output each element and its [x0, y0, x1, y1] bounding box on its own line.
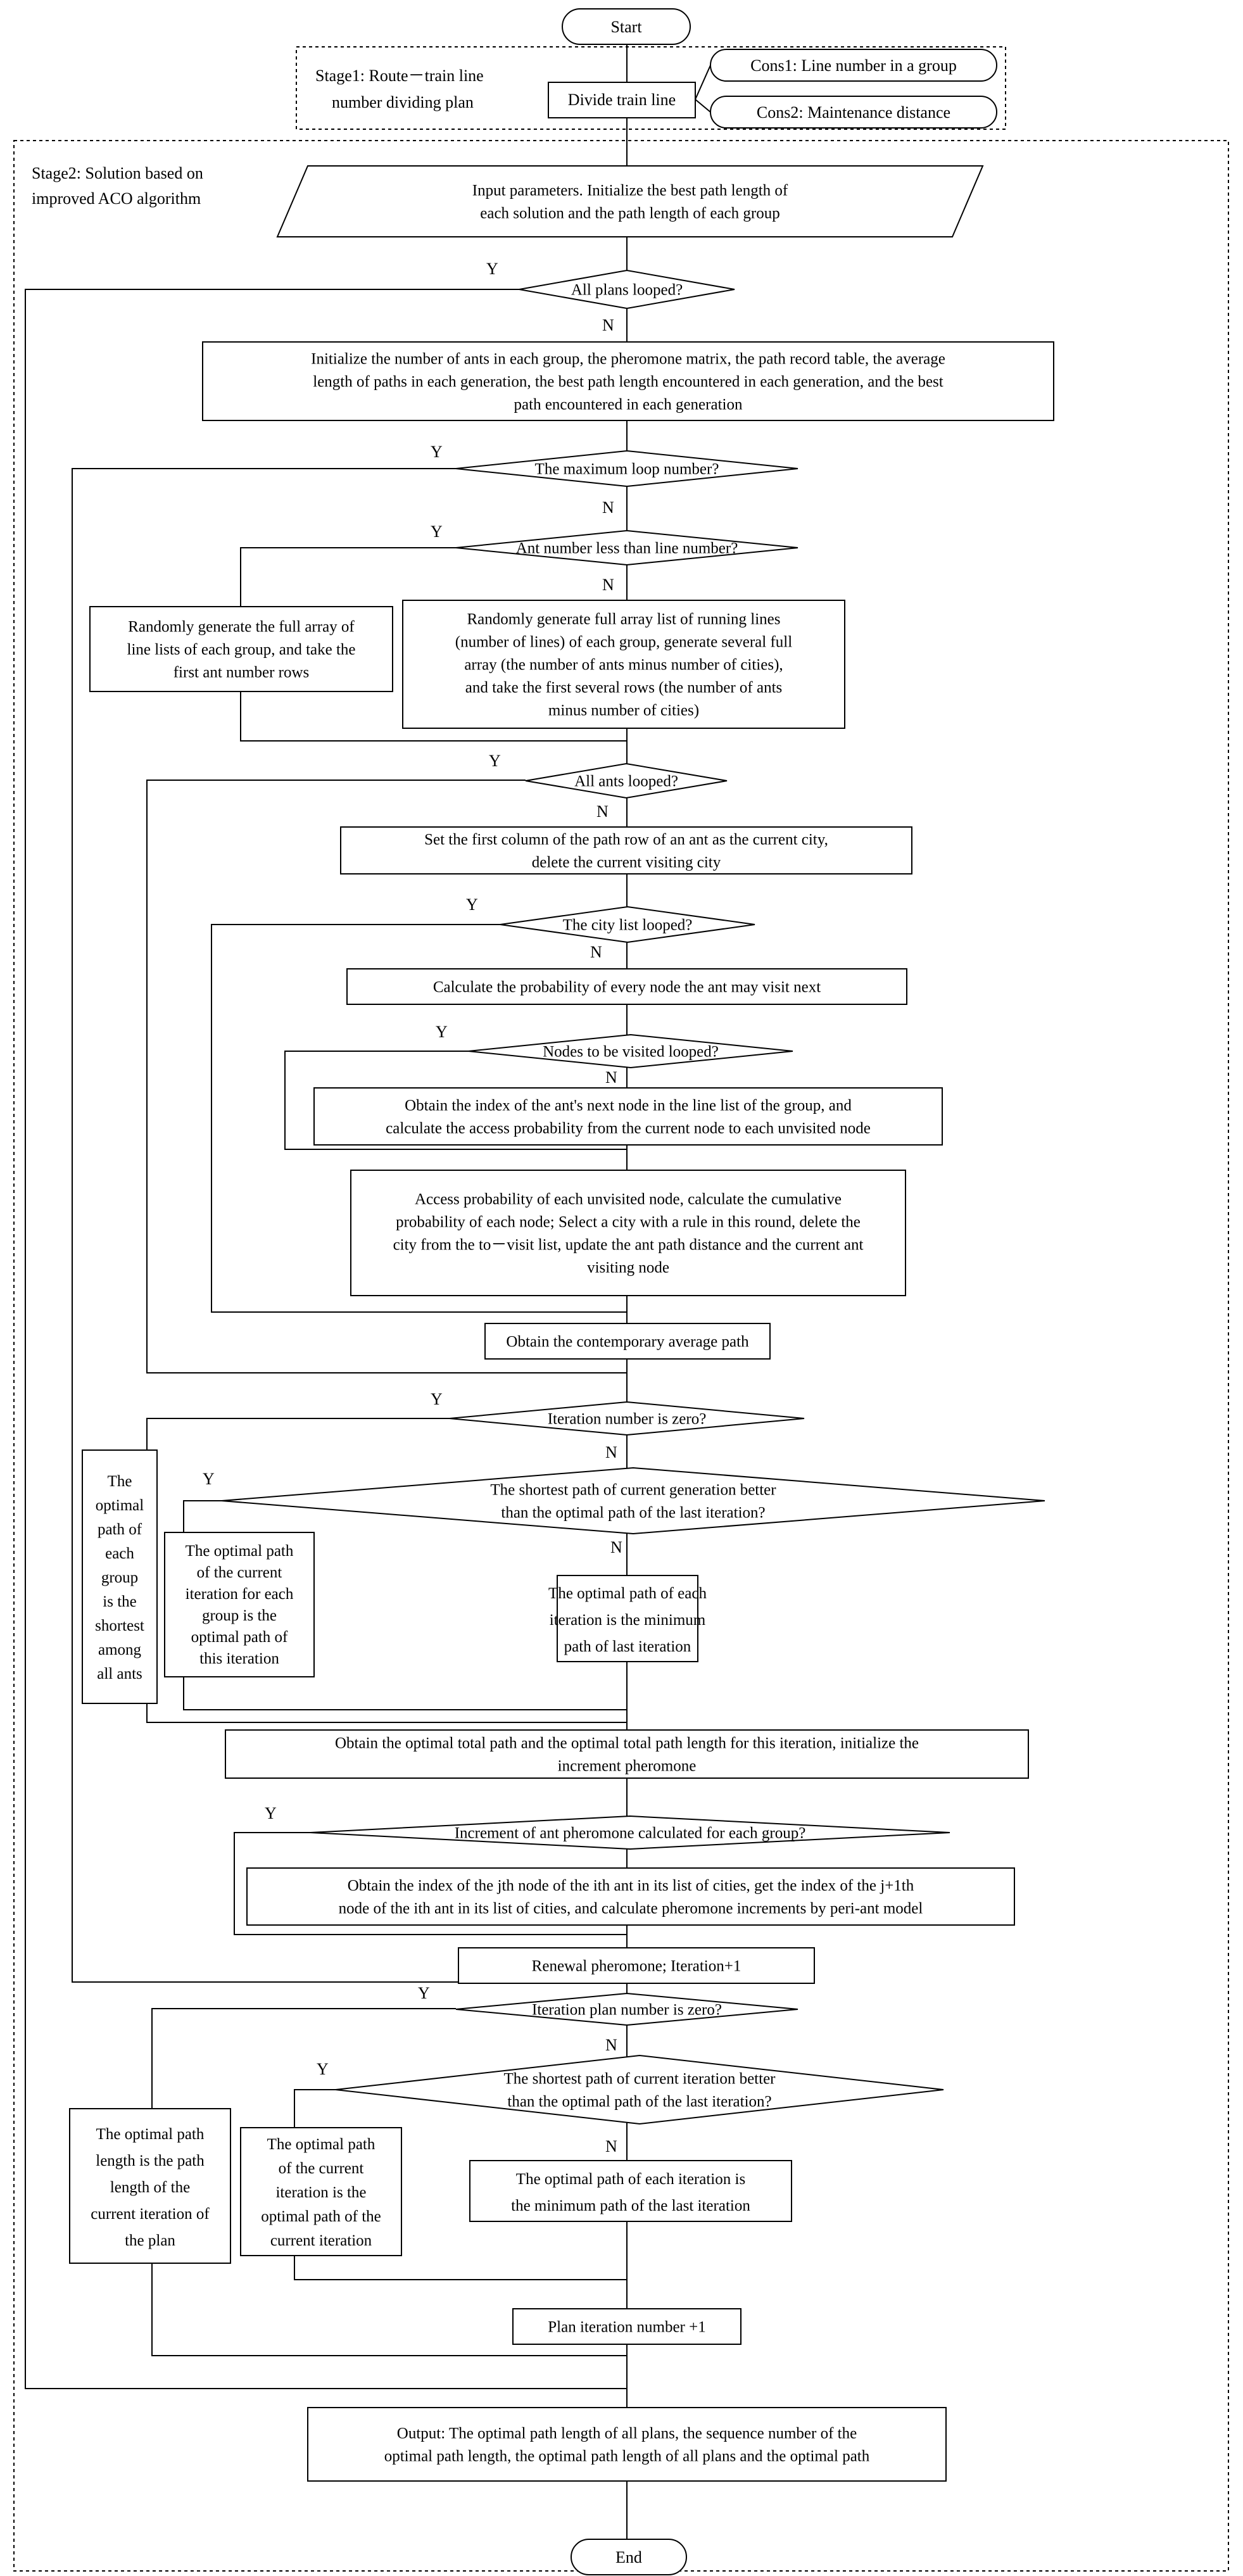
yes-label-0: Y	[486, 260, 498, 278]
random-right-text: Randomly generate full array list of run…	[455, 611, 792, 719]
access-prob-text: Access probability of each unvisited nod…	[393, 1191, 864, 1277]
obtain-jth-box: Obtain the index of the jth node of the …	[246, 1867, 1015, 1926]
svg-text:Cons2: Maintenance distance: Cons2: Maintenance distance	[757, 103, 950, 122]
ant-less-text: Ant number less than line number?	[516, 540, 738, 557]
renewal-text: Renewal pheromone; Iteration+1	[532, 1958, 741, 1975]
calc-prob-text: Calculate the probability of every node …	[433, 979, 821, 996]
max-loop-text: The maximum loop number?	[535, 461, 719, 478]
plan-iter-box: Plan iteration number +1	[512, 2308, 741, 2345]
shortest-gen-text: The shortest path of current generation …	[490, 1482, 776, 1522]
all-plans-decision: All plans looped?	[519, 269, 735, 310]
all-ants-decision: All ants looped?	[525, 762, 728, 799]
svg-text:Divide train line: Divide train line	[568, 91, 676, 109]
yes-label-4: Y	[431, 522, 443, 541]
end-label: End	[615, 2548, 642, 2567]
init-ants-box: Initialize the number of ants in each gr…	[202, 341, 1054, 421]
calc-prob-box: Calculate the probability of every node …	[346, 968, 907, 1005]
stage1-frame	[296, 46, 1006, 130]
stage2-label: Stage2: Solution based on improved ACO a…	[32, 164, 207, 208]
nodes-visited-decision: Nodes to be visited looped?	[468, 1033, 793, 1069]
obtain-jth-text: Obtain the index of the jth node of the …	[339, 1878, 923, 1917]
no-label-21: N	[605, 2137, 617, 2156]
connectors	[25, 44, 711, 2539]
renewal-box: Renewal pheromone; Iteration+1	[458, 1947, 815, 1984]
divide-train-line-box: Divide train line	[548, 82, 696, 118]
no-label-3: N	[602, 498, 614, 517]
output-text: Output: The optimal path length of all p…	[384, 2425, 870, 2465]
yes-label-20: Y	[317, 2060, 329, 2078]
yes-label-10: Y	[436, 1023, 448, 1041]
yes-label-6: Y	[489, 752, 501, 770]
city-list-text: The city list looped?	[563, 917, 693, 934]
yes-label-12: Y	[431, 1390, 443, 1408]
end-terminal: End	[571, 2539, 687, 2575]
no-label-5: N	[602, 576, 614, 594]
obtain-index-box: Obtain the index of the ant's next node …	[313, 1087, 943, 1146]
start-terminal: Start	[562, 8, 691, 45]
yes-label-14: Y	[203, 1470, 215, 1488]
cons1-box: Cons1: Line number in a group	[710, 49, 997, 82]
access-prob-box: Access probability of each unvisited nod…	[350, 1170, 906, 1296]
yes-label-18: Y	[418, 1984, 430, 2002]
max-loop-decision: The maximum loop number?	[455, 450, 798, 488]
increment-calc-text: Increment of ant pheromone calculated fo…	[455, 1825, 806, 1842]
stage1-label: Stage1: Route－train line number dividing…	[315, 66, 488, 111]
shortest-iter-text: The shortest path of current iteration b…	[503, 2071, 776, 2111]
shortest-iter-decision: The shortest path of current iteration b…	[335, 2054, 944, 2125]
plan-zero-text: Iteration plan number is zero?	[532, 2002, 722, 2019]
svg-text:Cons1: Line number in a group: Cons1: Line number in a group	[750, 56, 957, 75]
all-plans-text: All plans looped?	[571, 282, 683, 299]
random-right-box: Randomly generate full array list of run…	[402, 600, 845, 729]
no-label-15: N	[610, 1538, 622, 1556]
shortest-gen-decision: The shortest path of current generation …	[221, 1467, 1045, 1535]
iter-zero-decision: Iteration number is zero?	[449, 1401, 805, 1436]
optimal-total-text: Obtain the optimal total path and the op…	[335, 1735, 919, 1775]
no-label-13: N	[605, 1443, 617, 1462]
no-label-1: N	[602, 316, 614, 334]
avg-path-box: Obtain the contemporary average path	[484, 1323, 771, 1360]
set-first-text: Set the first column of the path row of …	[424, 831, 828, 871]
set-first-box: Set the first column of the path row of …	[340, 826, 912, 874]
increment-calc-decision: Increment of ant pheromone calculated fo…	[310, 1815, 950, 1850]
input-text: Input parameters. Initialize the best pa…	[472, 182, 788, 222]
avg-path-text: Obtain the contemporary average path	[506, 1334, 749, 1351]
no-label-9: N	[590, 943, 602, 961]
yes-label-8: Y	[466, 895, 478, 914]
ant-less-decision: Ant number less than line number?	[455, 529, 798, 566]
cons2-box: Cons2: Maintenance distance	[710, 96, 997, 129]
branch-labels: Y N Y N Y N Y N Y N Y N Y N Y N Y Y N Y N	[203, 260, 622, 2156]
start-label: Start	[610, 18, 642, 36]
city-list-decision: The city list looped?	[500, 906, 755, 944]
nodes-visited-text: Nodes to be visited looped?	[543, 1044, 719, 1061]
yes-label-16: Y	[265, 1804, 277, 1822]
no-label-19: N	[605, 2036, 617, 2054]
yes-label-2: Y	[431, 443, 443, 461]
input-box: Input parameters. Initialize the best pa…	[276, 165, 984, 237]
no-label-11: N	[605, 1068, 617, 1087]
no-label-7: N	[596, 802, 609, 821]
plan-iter-text: Plan iteration number +1	[548, 2319, 705, 2336]
iter-zero-text: Iteration number is zero?	[548, 1411, 707, 1428]
optimal-total-box: Obtain the optimal total path and the op…	[225, 1729, 1029, 1779]
plan-zero-decision: Iteration plan number is zero?	[455, 1992, 798, 2026]
init-ants-text: Initialize the number of ants in each gr…	[311, 351, 945, 414]
all-ants-text: All ants looped?	[574, 773, 678, 790]
obtain-index-text: Obtain the index of the ant's next node …	[386, 1097, 871, 1137]
output-box: Output: The optimal path length of all p…	[307, 2407, 947, 2482]
